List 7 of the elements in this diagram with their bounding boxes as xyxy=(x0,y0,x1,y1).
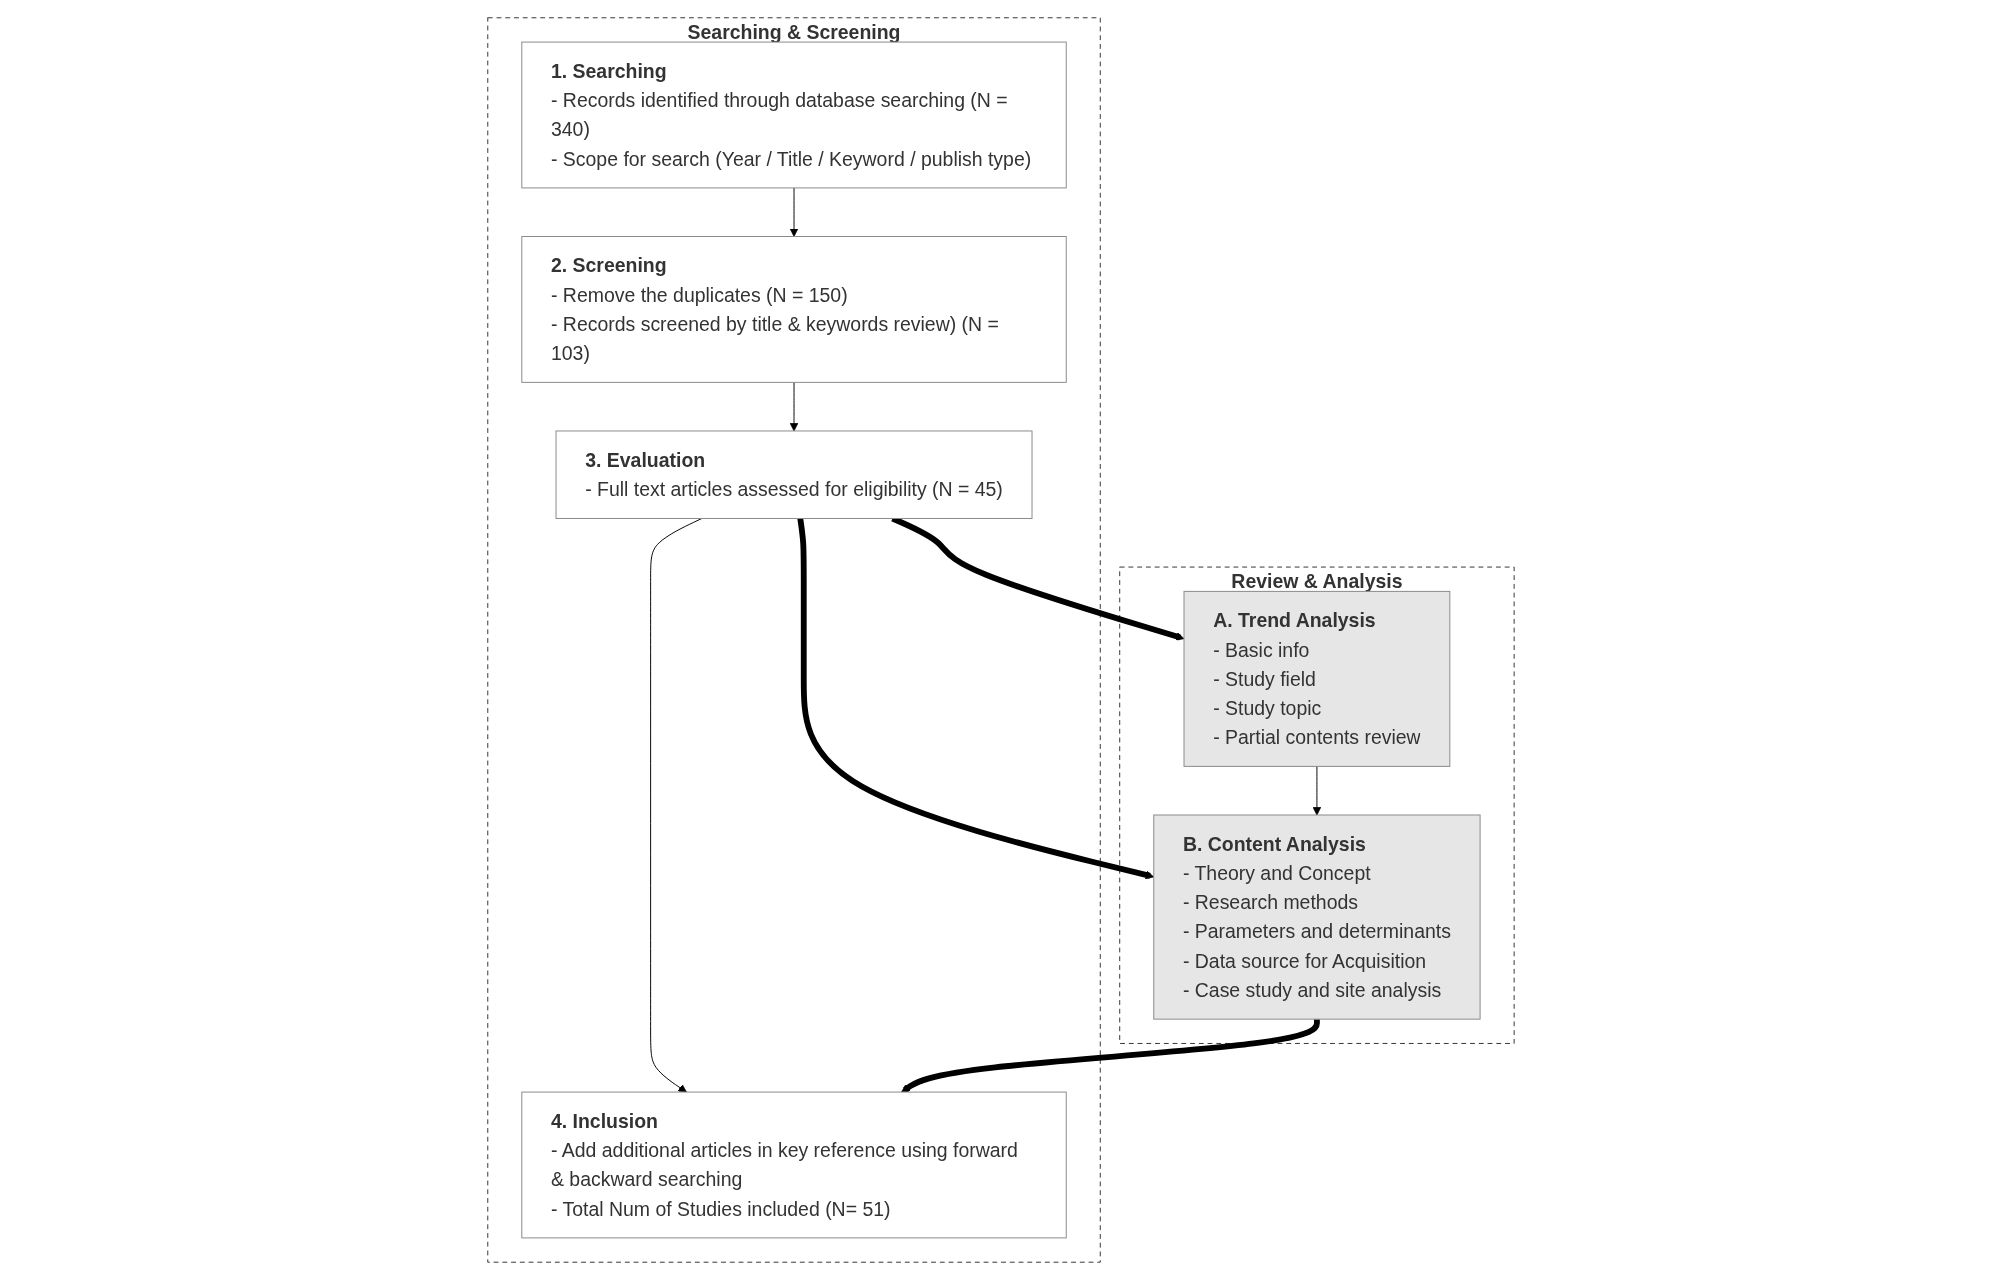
node-box: A. Trend Analysis - Basic info - Study field - Study topic - Partial contents review xyxy=(1183,590,1451,767)
node-box: 3. Evaluation - Full text articles assessed for eligibility (N = 45) xyxy=(555,430,1033,519)
arrow xyxy=(797,518,1155,880)
node-box: 1. Searching - Records identified through database searching (N = 340) - Scope for search (Year / Title / Keyword / publish type) xyxy=(521,41,1067,189)
node-box: 2. Screening - Remove the duplicates (N = 150) - Records screened by title & keywords review) (N = 103) xyxy=(521,236,1067,383)
node-box: B. Content Analysis - Theory and Concept - Research methods - Parameters and determinants - Data source for Acquisition - Case study and site analysis xyxy=(1153,814,1481,1020)
node-box: 4. Inclusion - Add additional articles in key reference using forward & backward searching - Total Num of Studies included (N= 51) xyxy=(521,1091,1067,1239)
